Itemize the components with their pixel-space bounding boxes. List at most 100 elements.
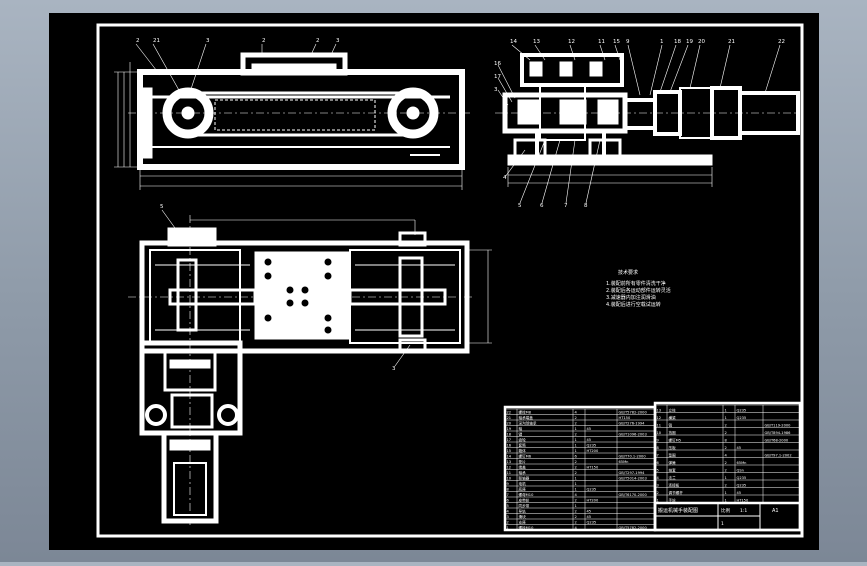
table-cell: 15 <box>507 449 512 453</box>
top-view-label: 5 <box>160 204 164 210</box>
table-cell: 2 <box>575 498 577 502</box>
table-cell: 1 <box>575 504 577 508</box>
table-cell: 7 <box>507 493 509 497</box>
note-line-2: 2.装配后各运动部件运转灵活 <box>606 287 671 294</box>
top-view <box>128 209 492 525</box>
table-cell: 支座 <box>519 519 527 524</box>
front-view-label: 15 <box>613 39 620 45</box>
table-cell: 7 <box>657 453 659 457</box>
table-cell: 18 <box>507 432 512 436</box>
front-view-label: 14 <box>510 39 517 45</box>
side-view-label: 2 <box>316 38 320 44</box>
table-cell: 45 <box>587 427 592 431</box>
table-cell: 2 <box>725 446 727 450</box>
table-cell: 横梁 <box>669 415 677 420</box>
table-cell: 联轴器 <box>519 475 530 480</box>
table-cell: GB/T5782-2000 <box>619 410 648 414</box>
table-cell: 1 <box>507 526 509 530</box>
table-cell: 17 <box>507 438 512 442</box>
table-cell: 22 <box>507 410 512 414</box>
front-view-label: 8 <box>584 203 588 209</box>
front-view-label: 18 <box>674 39 681 45</box>
table-cell: 2 <box>725 423 727 427</box>
table-cell: 45 <box>737 491 742 495</box>
table-cell: 1 <box>725 476 727 480</box>
table-cell: 1 <box>725 498 727 502</box>
table-cell: 4 <box>575 493 578 497</box>
table-cell: 9 <box>657 438 660 442</box>
table-cell: 9 <box>507 482 510 486</box>
front-view-label: 5 <box>518 203 522 209</box>
table-cell: 连接板 <box>669 482 680 487</box>
table-cell: 2 <box>575 460 577 464</box>
front-view-label: 12 <box>568 39 575 45</box>
front-view-label: 4 <box>503 175 507 181</box>
sheet-count: 1 <box>721 521 724 527</box>
table-cell: 销 <box>669 422 673 427</box>
table-cell: 导轨 <box>519 508 527 513</box>
table-cell: 手轮 <box>669 497 677 502</box>
table-cell: 1 <box>657 498 659 502</box>
table-cell: 14 <box>507 454 512 458</box>
table-cell: 2 <box>725 468 727 472</box>
table-cell: 深沟球轴承 <box>519 420 537 425</box>
table-cell: 1 <box>725 416 727 420</box>
top-view-labels: 53 <box>160 204 396 372</box>
table-cell: GB/T5014-2003 <box>619 476 647 480</box>
table-cell: 2 <box>575 515 577 519</box>
table-cell: 8 <box>507 487 510 491</box>
side-view-label: 2 <box>262 38 266 44</box>
note-line-4: 4.装配后进行空载试运转 <box>606 301 661 308</box>
table-cell: 1 <box>575 443 577 447</box>
table-cell: 11 <box>507 471 512 475</box>
table-cell: 11 <box>657 423 662 427</box>
table-cell: GB/T894-1986 <box>765 431 792 435</box>
table-cell: Q235 <box>737 408 747 412</box>
table-cell: 16 <box>507 443 512 447</box>
table-cell: 套筒 <box>519 442 527 447</box>
front-view-label: 20 <box>698 39 705 45</box>
table-cell: Q235 <box>737 483 747 487</box>
table-cell: 2 <box>575 432 577 436</box>
table-cell: HT150 <box>619 416 631 420</box>
technical-notes: 技术要求 1.装配前所有零件清洗干净 2.装配后各运动部件运转灵活 3.减速器内… <box>606 269 671 308</box>
side-view-label: 21 <box>153 38 160 44</box>
table-cell: GB/T119-2000 <box>765 423 792 427</box>
table-cell: 1 <box>575 449 577 453</box>
table-cell: GB/T276-1994 <box>619 421 646 425</box>
table-cell: 1 <box>725 408 727 412</box>
scale-label: 比例 <box>721 507 730 514</box>
side-top-block <box>240 52 348 76</box>
table-cell: 螺栓M8 <box>519 409 532 414</box>
drawing-border <box>96 23 804 538</box>
table-cell: 1 <box>575 438 577 442</box>
table-cell: 12 <box>657 416 662 420</box>
side-view-label: 3 <box>206 38 210 44</box>
table-cell: 3 <box>657 483 659 487</box>
front-view <box>495 44 800 204</box>
table-cell: GB/T5782-2000 <box>619 526 648 530</box>
front-view-label: 3 <box>494 87 498 93</box>
table-cell: HT200 <box>587 498 599 502</box>
table-cell: 19 <box>507 427 512 431</box>
table-cell: Q235 <box>737 416 747 420</box>
front-view-label: 13 <box>533 39 540 45</box>
table-cell: 12 <box>507 465 512 469</box>
table-cell: 2 <box>725 431 727 435</box>
table-cell: 4 <box>575 526 578 530</box>
table-cell: 5 <box>507 504 509 508</box>
table-cell: 螺栓M10 <box>519 525 535 530</box>
table-cell: 45 <box>587 438 592 442</box>
table-cell: 螺母M10 <box>519 492 535 497</box>
table-cell: 同步带 <box>519 503 530 508</box>
top-motor-head <box>167 227 217 247</box>
table-cell: 底座 <box>519 486 527 491</box>
front-view-label: 7 <box>564 203 568 209</box>
table-cell: GB/T6170-2000 <box>619 493 648 497</box>
table-cell: 4 <box>725 453 728 457</box>
